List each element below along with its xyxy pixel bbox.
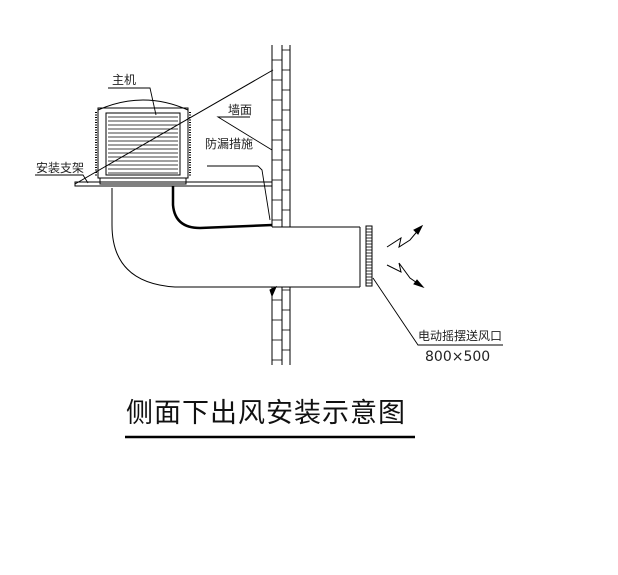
label-outlet: 电动摇摆送风口 (418, 329, 503, 343)
main-unit (95, 99, 191, 185)
label-main-unit: 主机 (112, 73, 137, 87)
cable (171, 186, 273, 230)
air-duct (111, 188, 361, 298)
label-mounting-bracket: 安装支架 (36, 161, 85, 175)
label-outlet-size: 800×500 (425, 349, 491, 365)
diagram-title: 侧面下出风安装示意图 (126, 398, 406, 429)
airflow-arrow-icon (386, 224, 425, 289)
label-leak-prevention: 防漏措施 (205, 137, 254, 151)
leader-lines (35, 87, 503, 346)
wall (271, 45, 291, 365)
label-wall-surface: 墙面 (228, 103, 253, 117)
louver-outlet (365, 225, 373, 287)
